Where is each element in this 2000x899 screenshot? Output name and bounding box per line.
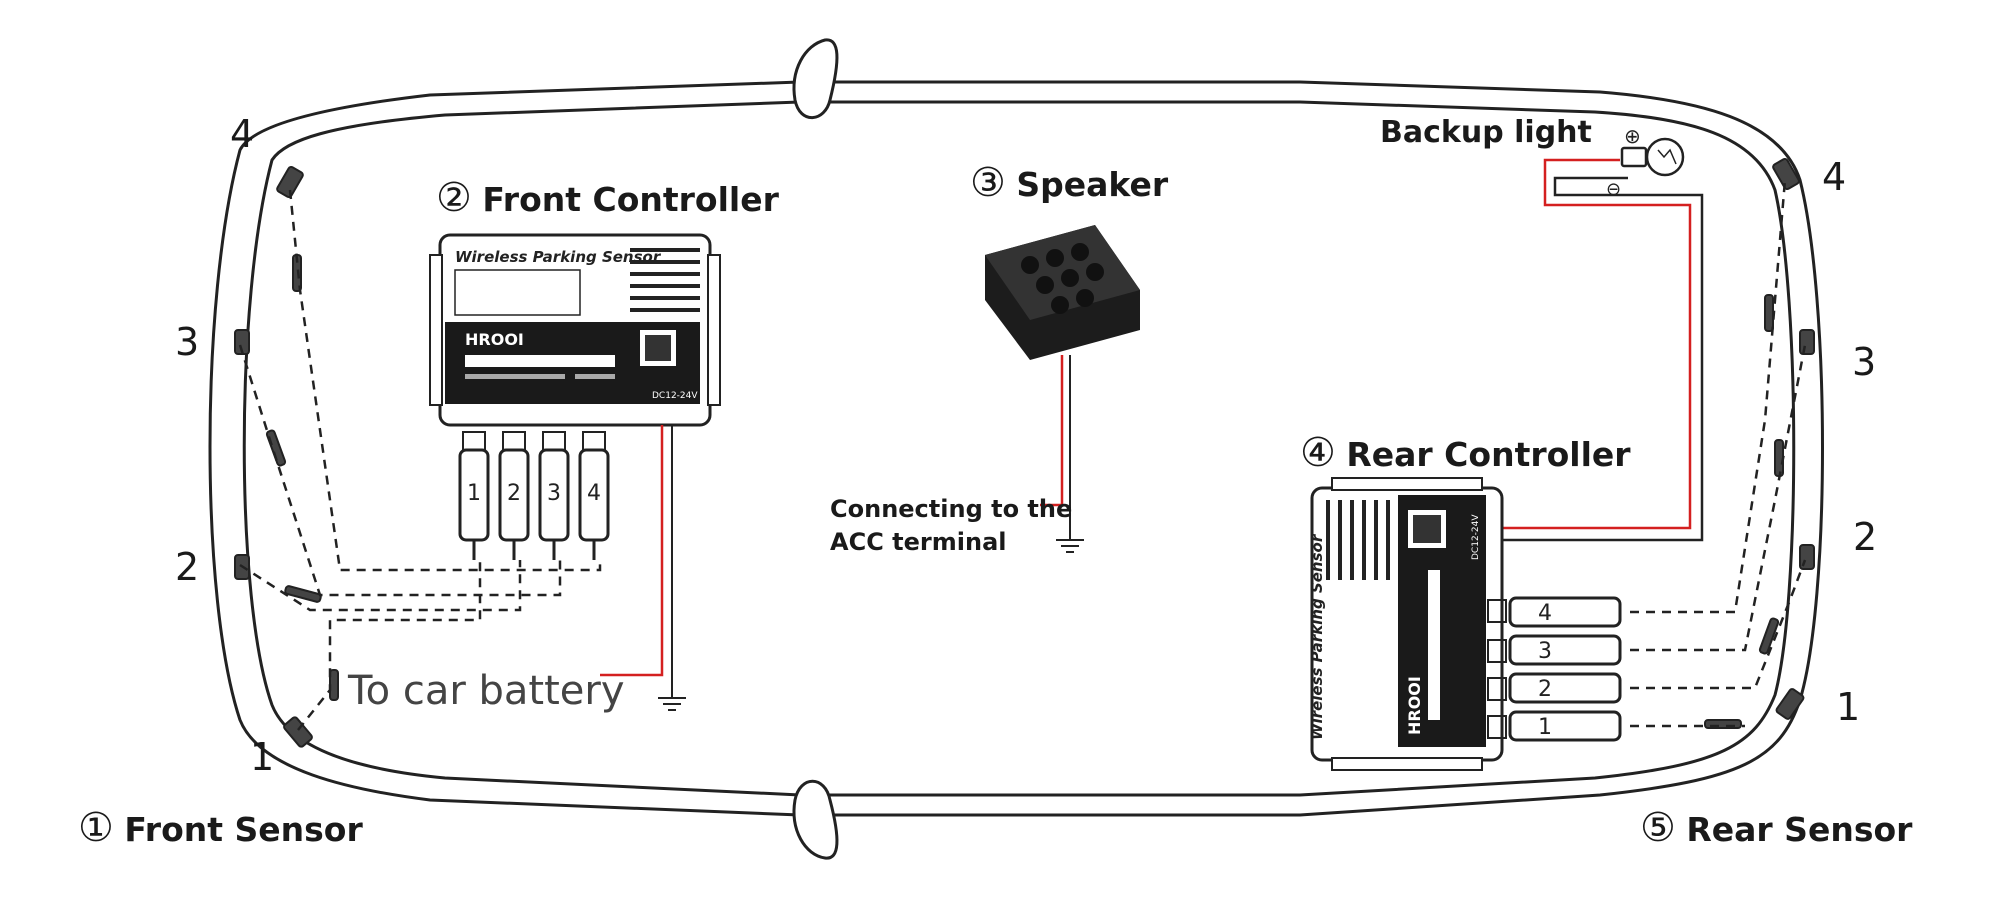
front-controller-title: Front Controller: [482, 180, 779, 219]
minus-symbol: ⊖: [1606, 179, 1621, 200]
front-sensor-wires: [238, 189, 602, 731]
rear-sensor-circle-number: ⑤: [1640, 805, 1676, 851]
rear-plug-label-1: 1: [1538, 715, 1552, 740]
battery-ground-icon: [658, 697, 686, 711]
rear-plug-label-2: 2: [1538, 677, 1552, 702]
plus-symbol: ⊕: [1624, 124, 1641, 148]
rear-controller-title: Rear Controller: [1346, 435, 1631, 474]
battery-wire: [600, 425, 664, 677]
side-mirrors: [792, 38, 839, 860]
speaker-label: ③ Speaker: [970, 160, 1168, 206]
front-sensor-number-4: 4: [230, 112, 255, 156]
car-outline: [208, 80, 1824, 817]
rear-controller-power: DC12-24V: [1471, 514, 1481, 560]
backup-light-wire-red: [1500, 158, 1692, 530]
rear-plug-label-4: 4: [1538, 601, 1552, 626]
rear-sensor-label: ⑤ Rear Sensor: [1640, 805, 1912, 851]
front-controller-device-title: Wireless Parking Sensor: [455, 248, 662, 266]
front-plug-numbers: 1 2 3 4: [467, 481, 601, 506]
speaker-title: Speaker: [1016, 165, 1169, 204]
acc-ground-icon: [1056, 539, 1084, 553]
front-plug-label-1: 1: [467, 481, 481, 506]
front-sensor-number-1: 1: [250, 735, 275, 779]
rear-controller-device-title: Wireless Parking Sensor: [1308, 533, 1326, 740]
rear-controller-number: ④: [1300, 430, 1336, 476]
rear-sensor-number-3: 3: [1852, 340, 1877, 384]
front-sensor-title: Front Sensor: [124, 810, 363, 849]
rear-sensors: [1704, 157, 1815, 729]
speaker-number: ③: [970, 160, 1006, 206]
rear-sensor-number-1: 1: [1836, 685, 1861, 729]
front-plug-label-3: 3: [547, 481, 561, 506]
backup-light-wire-black: [1500, 176, 1704, 542]
front-controller-device: [429, 233, 721, 451]
rear-plug-numbers: 4 3 2 1: [1538, 601, 1552, 740]
front-controller-number: ②: [436, 175, 472, 221]
rear-controller-label: ④ Rear Controller: [1300, 430, 1631, 476]
rear-controller-device: [1310, 477, 1507, 771]
rear-sensor-title: Rear Sensor: [1686, 810, 1913, 849]
backup-light-label: Backup light: [1380, 115, 1592, 150]
front-sensor-number-3: 3: [175, 320, 200, 364]
rear-sensor-number-4: 4: [1822, 155, 1847, 199]
front-sensor-circle-number: ①: [78, 805, 114, 851]
car-battery-label: To car battery: [348, 668, 625, 714]
speaker-device: [985, 225, 1140, 360]
rear-sensor-number-2: 2: [1853, 515, 1878, 559]
front-sensor-number-2: 2: [175, 545, 200, 589]
acc-label-line2: ACC terminal: [830, 528, 1007, 556]
front-plug-label-4: 4: [587, 481, 601, 506]
acc-label-line1: Connecting to the: [830, 495, 1073, 523]
front-controller-brand: HROOI: [465, 330, 524, 349]
rear-controller-plugs: [1508, 596, 1622, 742]
front-sensor-label: ① Front Sensor: [78, 805, 363, 851]
front-plug-label-2: 2: [507, 481, 521, 506]
rear-controller-brand: HROOI: [1405, 676, 1424, 735]
front-controller-power: DC12-24V: [652, 391, 698, 401]
front-controller-plugs: [458, 448, 610, 560]
acc-wire: [1040, 355, 1064, 507]
backup-light-bulb: [1620, 137, 1685, 177]
rear-plug-label-3: 3: [1538, 639, 1552, 664]
rear-sensor-wires: [1630, 179, 1807, 728]
front-sensors: [234, 165, 339, 748]
front-controller-label: ② Front Controller: [436, 175, 779, 221]
